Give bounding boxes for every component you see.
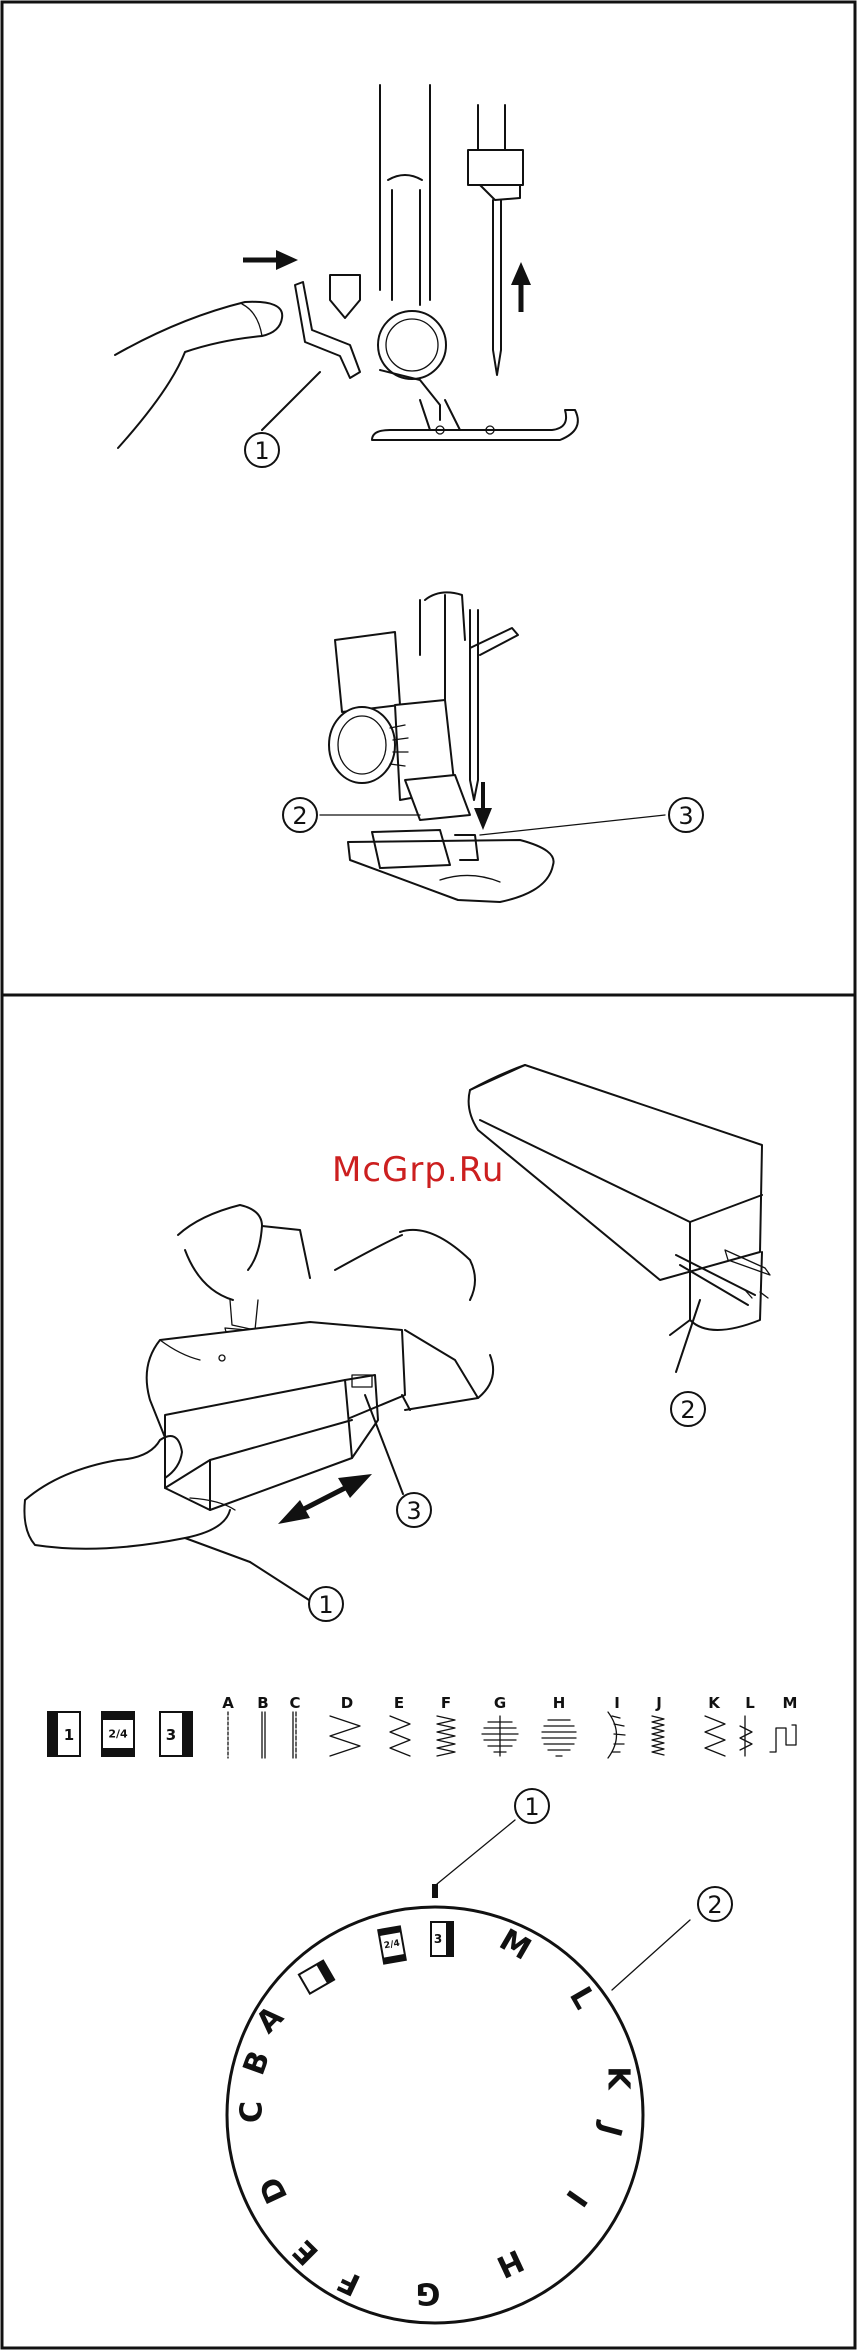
- double-arrow-icon: [278, 1474, 372, 1524]
- watermark: McGrp.Ru: [332, 1150, 504, 1190]
- callout-2-dial: 2: [698, 1887, 732, 1921]
- dial-badge-3: 3: [431, 1922, 453, 1956]
- svg-text:1: 1: [318, 1591, 333, 1619]
- svg-text:D: D: [341, 1694, 353, 1712]
- svg-text:1: 1: [64, 1726, 74, 1744]
- svg-text:K: K: [708, 1694, 721, 1712]
- svg-text:2: 2: [707, 1891, 722, 1919]
- svg-text:3: 3: [434, 1932, 442, 1946]
- svg-text:F: F: [441, 1694, 451, 1712]
- svg-text:J: J: [655, 1694, 662, 1712]
- callout-2-panel3: 2: [671, 1392, 705, 1426]
- svg-text:1: 1: [254, 437, 269, 465]
- pattern-badge-1: 1: [48, 1712, 80, 1756]
- pattern-badge-2-4: 2/4: [102, 1712, 134, 1756]
- callout-1-dial: 1: [515, 1789, 549, 1823]
- svg-text:1: 1: [524, 1793, 539, 1821]
- svg-text:C: C: [289, 1694, 300, 1712]
- dial-badge-2-4: 2/4: [378, 1926, 406, 1963]
- svg-text:C: C: [235, 2101, 270, 2123]
- svg-text:H: H: [553, 1694, 566, 1712]
- svg-text:M: M: [783, 1694, 798, 1712]
- svg-text:3: 3: [406, 1497, 421, 1525]
- svg-text:G: G: [494, 1694, 506, 1712]
- callout-1-panel3: 1: [250, 1562, 343, 1621]
- callout-1-panel1: 1: [245, 433, 279, 467]
- figure-presser-foot-attach: [320, 592, 665, 902]
- svg-text:I: I: [614, 1694, 620, 1712]
- svg-text:2: 2: [680, 1396, 695, 1424]
- callout-2-panel2: 2: [283, 798, 317, 832]
- pattern-badge-3: 3: [160, 1712, 192, 1756]
- arrow-right-icon: [243, 250, 298, 270]
- svg-text:K: K: [601, 2066, 636, 2091]
- svg-text:B: B: [257, 1694, 268, 1712]
- svg-text:A: A: [222, 1694, 234, 1712]
- svg-text:3: 3: [678, 802, 693, 830]
- svg-text:3: 3: [166, 1726, 176, 1744]
- svg-text:2/4: 2/4: [108, 1728, 128, 1741]
- svg-text:2: 2: [292, 802, 307, 830]
- svg-text:G: G: [416, 2276, 441, 2311]
- svg-text:E: E: [394, 1694, 404, 1712]
- stitch-pattern-chart: 1 2/4 3: [48, 1694, 797, 1758]
- callout-3-panel2: 3: [669, 798, 703, 832]
- figure-accessory-box: [469, 1065, 770, 1372]
- figure-presser-foot-lever: [115, 85, 578, 448]
- arrow-up-icon: [511, 262, 531, 312]
- svg-text:L: L: [745, 1694, 755, 1712]
- callout-3-panel3: 3: [397, 1493, 431, 1527]
